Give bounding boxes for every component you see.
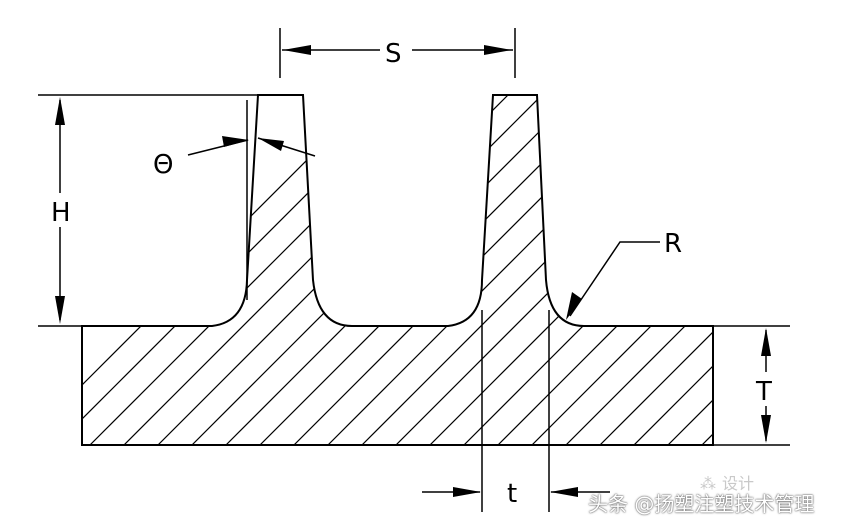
hatch-line	[803, 0, 846, 480]
theta-arrow-right	[258, 138, 284, 151]
hatch-line	[564, 95, 713, 445]
hatch-line	[735, 0, 846, 480]
rib-t-arrow-right	[550, 487, 578, 497]
hatch-line	[122, 95, 604, 445]
watermark-faint-text: ⁂设计	[700, 474, 755, 493]
hatch-line	[88, 95, 570, 445]
hatch-line	[666, 95, 713, 445]
hatch-line	[394, 95, 713, 445]
theta-arrow-left	[222, 136, 249, 147]
hatch-line	[82, 95, 502, 445]
hatch-line	[190, 95, 672, 445]
theta-label: Θ	[153, 150, 173, 180]
t-arrow-bottom	[761, 415, 771, 443]
rib-t-arrow-left	[453, 487, 481, 497]
hatch-line	[82, 95, 536, 445]
r-label: R	[664, 229, 682, 259]
h-arrow-bottom	[55, 296, 65, 324]
part-outline	[81, 94, 714, 446]
section-hatching	[82, 0, 846, 480]
r-leader-line	[569, 241, 660, 317]
hatch-line	[156, 95, 638, 445]
hatch-line	[837, 0, 846, 480]
hatch-line	[598, 95, 713, 445]
hatch-line	[462, 95, 713, 445]
hatch-line	[530, 95, 713, 445]
hatch-line	[258, 95, 713, 445]
hatch-line	[292, 95, 713, 445]
watermark-text: 头条 @扬塑注塑技术管理	[588, 492, 815, 516]
hatch-line	[326, 95, 713, 445]
s-label: S	[385, 39, 402, 69]
t-upper-label: T	[755, 377, 772, 407]
watermark-logo-icon: ⁂	[700, 474, 716, 493]
s-arrow-left	[283, 45, 311, 55]
hatch-line	[82, 95, 468, 445]
t-arrow-top	[761, 328, 771, 356]
hatch-line	[496, 95, 713, 445]
s-arrow-right	[484, 45, 512, 55]
rib-t-label: t	[507, 479, 517, 509]
r-arrow	[566, 292, 582, 320]
hatch-line	[700, 95, 713, 445]
h-label: H	[51, 198, 71, 228]
hatch-line	[224, 95, 706, 445]
h-arrow-top	[55, 97, 65, 125]
hatch-line	[360, 95, 713, 445]
hatch-line	[769, 0, 846, 480]
